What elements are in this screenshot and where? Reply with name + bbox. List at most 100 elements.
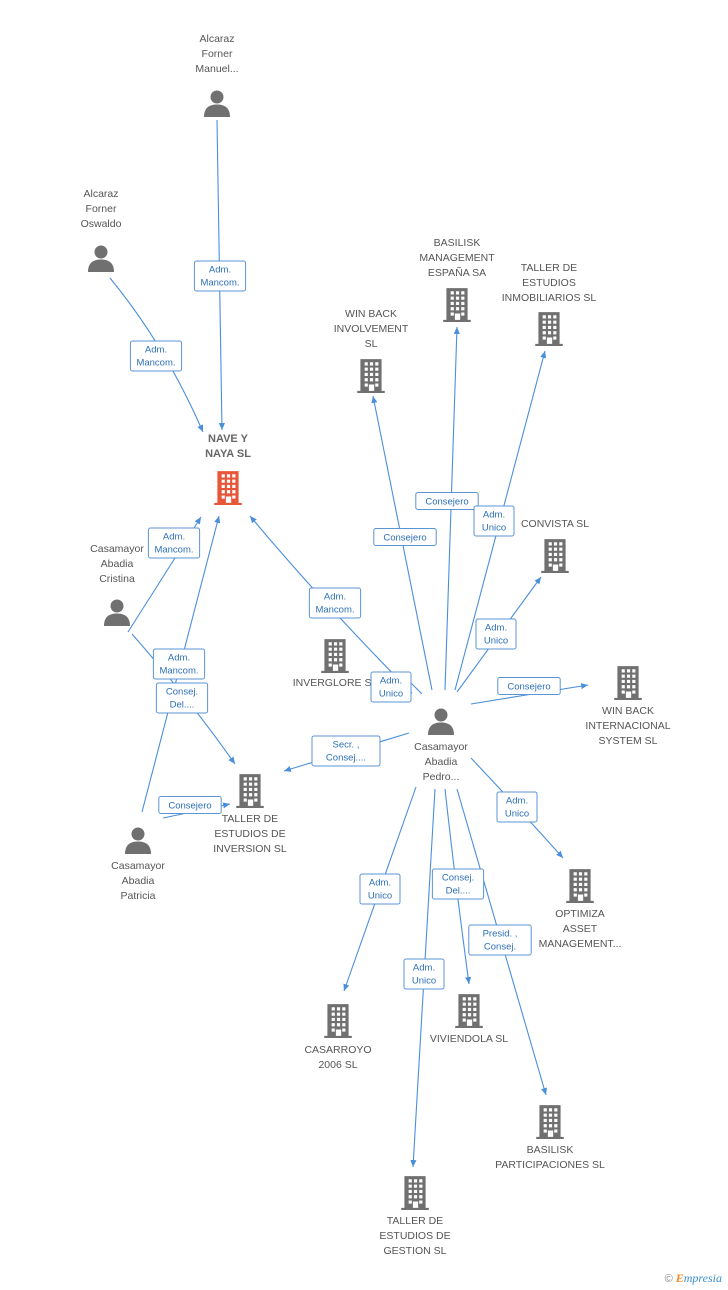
edge-label-text: Adm.	[485, 623, 507, 634]
edge-label-box	[403, 958, 445, 990]
edge-label-text: Mancom.	[154, 545, 193, 556]
edge-label-text: Unico	[368, 891, 392, 902]
node-label: Pedro...	[423, 771, 460, 783]
edge-label-text: Adm.	[324, 592, 346, 603]
edge-label-text: Del....	[446, 886, 471, 897]
edge-label-text: Unico	[379, 689, 403, 700]
brand-logo[interactable]: Empresia	[676, 1271, 722, 1285]
edge-label-text: Unico	[484, 636, 508, 647]
edge-label-text: Unico	[482, 523, 506, 534]
person-icon	[125, 827, 151, 854]
node-label: MANAGEMENT	[419, 252, 495, 264]
edge-label[interactable]: Adm.Unico	[359, 873, 401, 905]
edge-label[interactable]: Adm.Unico	[473, 505, 515, 537]
node-alcaraz_manuel[interactable]: AlcarazFornerManuel...	[195, 33, 239, 117]
copyright-symbol: ©	[664, 1273, 673, 1285]
node-label: Cristina	[99, 573, 135, 585]
edge-label[interactable]: Adm.Mancom.	[152, 648, 206, 680]
node-optimiza[interactable]: OPTIMIZAASSETMANAGEMENT...	[539, 869, 622, 950]
node-label: Casamayor	[111, 860, 165, 872]
edge-label-text: Adm.	[506, 796, 528, 807]
edge-label[interactable]: Consejero	[497, 677, 561, 695]
node-label: Alcaraz	[83, 188, 118, 200]
edge-label[interactable]: Consejero	[373, 528, 437, 546]
edge-label[interactable]: Adm.Mancom.	[129, 340, 183, 372]
node-convista[interactable]: CONVISTA SL	[521, 518, 589, 573]
edge-label-box	[431, 868, 485, 900]
edge-label-text: Mancom.	[159, 666, 198, 677]
edge-label-box	[193, 260, 247, 292]
node-label: Abadia	[122, 875, 155, 887]
building-icon	[541, 539, 569, 573]
building-icon	[357, 359, 385, 393]
node-label: TALLER DE	[521, 262, 577, 274]
edge-label-text: Adm.	[209, 265, 231, 276]
building-icon	[614, 666, 642, 700]
edge-label-text: Unico	[505, 809, 529, 820]
edge-label-text: Unico	[412, 976, 436, 987]
node-label: INVOLVEMENT	[334, 323, 409, 335]
edge-label-box	[473, 505, 515, 537]
watermark: © Empresia	[665, 1271, 722, 1286]
building-icon	[321, 639, 349, 673]
node-label: INVERGLORE SL	[293, 677, 378, 689]
node-label: CONVISTA SL	[521, 518, 589, 530]
edge-label[interactable]: Secr. , Consej....	[311, 735, 381, 767]
edge-label-box	[158, 796, 222, 814]
node-label: PARTICIPACIONES SL	[495, 1159, 605, 1171]
edge-label[interactable]: Adm.Unico	[403, 958, 445, 990]
edge-label-text: Secr. ,	[333, 740, 360, 751]
edge-label-box	[370, 671, 412, 703]
edge-labels-layer: Adm.Mancom.Adm.Mancom.Adm.Mancom.Adm.Man…	[129, 260, 561, 990]
node-inverglore[interactable]: INVERGLORE SL	[293, 639, 378, 689]
edge-label-text: Consejero	[507, 682, 550, 693]
edge-label-box	[311, 735, 381, 767]
node-label: ESPAÑA SA	[428, 266, 486, 279]
edge-label[interactable]: Adm.Mancom.	[147, 527, 201, 559]
node-label: BASILISK	[434, 237, 481, 249]
person-icon	[428, 708, 454, 735]
edge-label[interactable]: Adm.Mancom.	[193, 260, 247, 292]
node-label: TALLER DE	[222, 813, 278, 825]
edge-label[interactable]: Consejero	[158, 796, 222, 814]
edge-label[interactable]: Adm. Unico	[496, 791, 538, 823]
node-label: Alcaraz	[199, 33, 234, 45]
edge-label-box	[496, 791, 538, 823]
edge-label-text: Consej.	[166, 687, 198, 698]
brand-first-letter: E	[675, 1271, 684, 1285]
node-label: INTERNACIONAL	[585, 720, 670, 732]
edge-label-text: Mancom.	[136, 358, 175, 369]
node-casamayor_pedro[interactable]: CasamayorAbadiaPedro...	[414, 708, 468, 784]
building-icon	[535, 312, 563, 346]
edge-label-box	[475, 618, 517, 650]
edge-label[interactable]: Consej.Del....	[431, 868, 485, 900]
edge-label-text: Consejero	[425, 497, 468, 508]
node-basilisk_mgmt[interactable]: BASILISK MANAGEMENT ESPAÑA SA	[419, 237, 495, 322]
edge-label[interactable]: Adm. Unico	[475, 618, 517, 650]
building-icon	[566, 869, 594, 903]
node-viviendola[interactable]: VIVIENDOLA SL	[430, 994, 508, 1045]
edge-label-text: Consej....	[326, 753, 366, 764]
edge-label-box	[308, 587, 362, 619]
edge-label[interactable]: Adm.Unico	[370, 671, 412, 703]
node-label: SYSTEM SL	[599, 735, 658, 747]
node-label: INVERSION SL	[213, 843, 287, 855]
edge-label[interactable]: Presid. ,Consej.	[468, 924, 532, 956]
edge-label-box	[468, 924, 532, 956]
edge-label[interactable]: Consej.Del....	[155, 682, 209, 714]
node-label: Forner	[202, 48, 233, 60]
edge-label[interactable]: Consejero	[415, 492, 479, 510]
edge-label[interactable]: Adm.Mancom.	[308, 587, 362, 619]
